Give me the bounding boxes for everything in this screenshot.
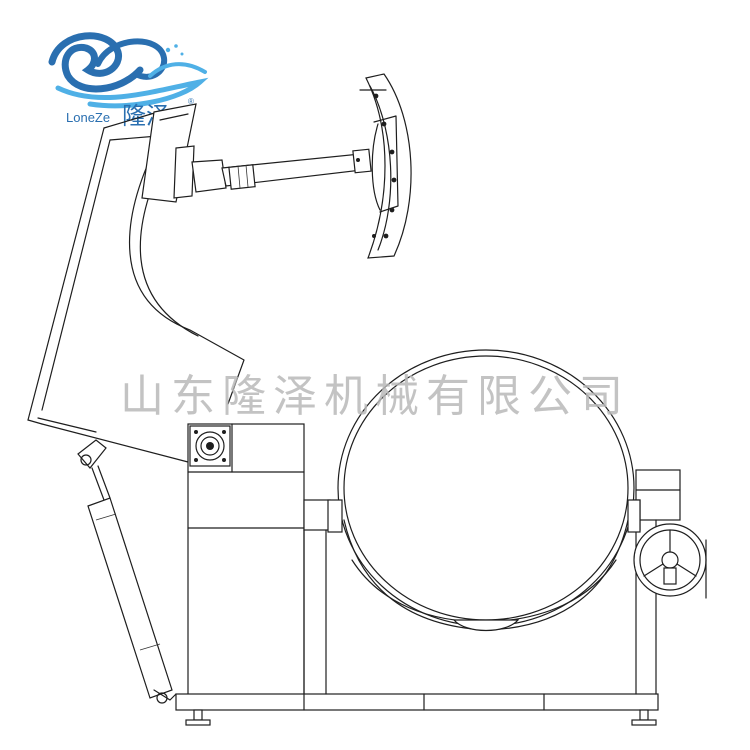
logo-wordmark: LoneZe bbox=[66, 110, 110, 125]
hydraulic-cylinder bbox=[77, 439, 177, 704]
tilt-handwheel bbox=[633, 523, 707, 599]
registered-mark: ® bbox=[188, 97, 194, 106]
lifting-column bbox=[27, 103, 245, 463]
cooking-kettle bbox=[327, 349, 641, 631]
base-frame bbox=[175, 499, 659, 726]
right-support bbox=[625, 469, 681, 695]
stirring-arm bbox=[173, 73, 412, 259]
control-cabinet bbox=[187, 423, 305, 697]
